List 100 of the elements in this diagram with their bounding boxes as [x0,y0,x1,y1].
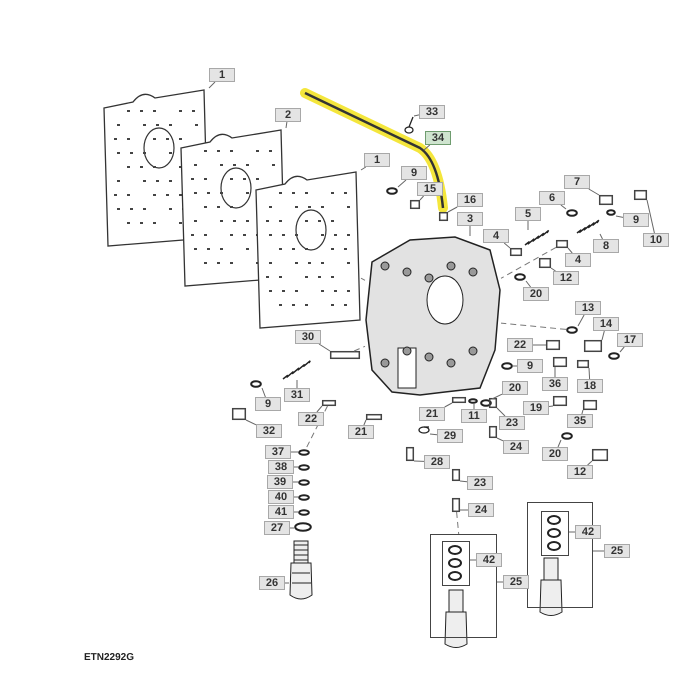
o-ring-drawing [501,362,513,370]
assembly-line [456,512,460,534]
callout-number: 22 [507,338,533,352]
seal-kit-frame [442,541,470,586]
leader-line [246,420,256,426]
callout-number: 1 [209,68,235,82]
leader-line [496,438,504,442]
plug-drawing [232,408,246,420]
assembly-line [500,322,566,330]
callout-number: 9 [623,213,649,227]
o-ring-drawing [514,273,526,281]
callout-number: 30 [295,330,321,344]
leader-line [560,204,566,210]
callout-number: 6 [539,191,565,205]
callout-number: 12 [567,465,593,479]
pin-drawing [322,400,336,406]
callout-number: 20 [542,447,568,461]
callout-number: 39 [267,475,293,489]
sensor-drawing [592,449,608,461]
leader-line [532,344,546,346]
callout-number: 14 [593,317,619,331]
o-ring-drawing [561,432,573,440]
valve-spool-drawing [556,240,568,248]
callout-number: 2 [275,108,301,122]
callout-number: 7 [564,175,590,189]
leader-line [600,234,603,240]
o-ring-drawing [608,352,620,360]
leader-line [602,330,605,340]
callout-number: 21 [419,407,445,421]
callout-number: 10 [643,233,669,247]
pin-drawing [366,414,382,420]
leader-line [318,344,330,352]
leader-line [568,248,573,254]
o-ring-drawing [468,398,478,404]
callout-number: 36 [542,377,568,391]
callout-number: 20 [502,381,528,395]
callout-number: 35 [567,414,593,428]
o-ring-drawing [298,479,310,486]
callout-number: 9 [517,359,543,373]
leader-line [578,314,585,326]
leader-line [581,410,584,414]
fitting-drawing [553,357,567,367]
callout-number: 22 [298,412,324,426]
leader-line [496,408,506,416]
leader-line [360,166,366,170]
plug-drawing [599,195,613,205]
valve-spool-drawing [452,498,460,512]
callout-number: 24 [468,503,494,517]
o-ring-drawing [566,209,578,217]
callout-number: 20 [523,287,549,301]
callout-number: 31 [284,388,310,402]
callout-number: 23 [467,476,493,490]
leader-line [284,582,290,584]
leader-line [548,406,554,407]
o-ring-drawing [606,209,616,216]
callout-number: 4 [483,229,509,243]
leader-line [398,180,406,188]
callout-number: 37 [265,445,291,459]
leader-line [424,144,430,150]
assembly-line [354,346,366,352]
o-ring-drawing [250,380,262,388]
callout-number: 4 [565,253,591,267]
leader-line [587,460,592,466]
spring-drawing [576,220,600,234]
leader-line [492,394,502,400]
plug-drawing [583,400,597,410]
callout-number: 19 [523,401,549,415]
callout-number: 21 [348,425,374,439]
callout-number: 23 [499,416,525,430]
seal-kit-frame [541,511,569,556]
callout-number: 27 [264,521,290,535]
callout-number: 40 [268,490,294,504]
plug-drawing [577,360,589,368]
o-ring-drawing [294,522,312,532]
valve-spool-drawing [330,351,360,359]
leader-line [588,188,600,196]
leader-line [550,268,556,272]
leader-line [294,466,298,468]
spring-drawing [524,230,550,246]
leader-line [262,388,266,398]
fitting-drawing [553,396,567,406]
leader-line [414,460,424,462]
callout-number: 29 [437,429,463,443]
callout-number: 38 [268,460,294,474]
callout-number: 28 [424,455,450,469]
leader-line [592,550,604,552]
callout-number: 8 [593,239,619,253]
kit-frame [527,502,593,608]
callout-number: 41 [268,505,294,519]
leader-line [363,420,366,426]
leader-line [588,368,590,380]
o-ring-drawing [298,509,310,516]
leader-line [430,434,438,436]
callout-number: 11 [461,409,487,423]
leader-line [554,366,556,378]
callout-number: 12 [553,271,579,285]
o-ring-drawing [480,399,492,407]
leader-line [526,280,532,288]
callout-number: 9 [255,397,281,411]
leader-line [620,346,625,352]
